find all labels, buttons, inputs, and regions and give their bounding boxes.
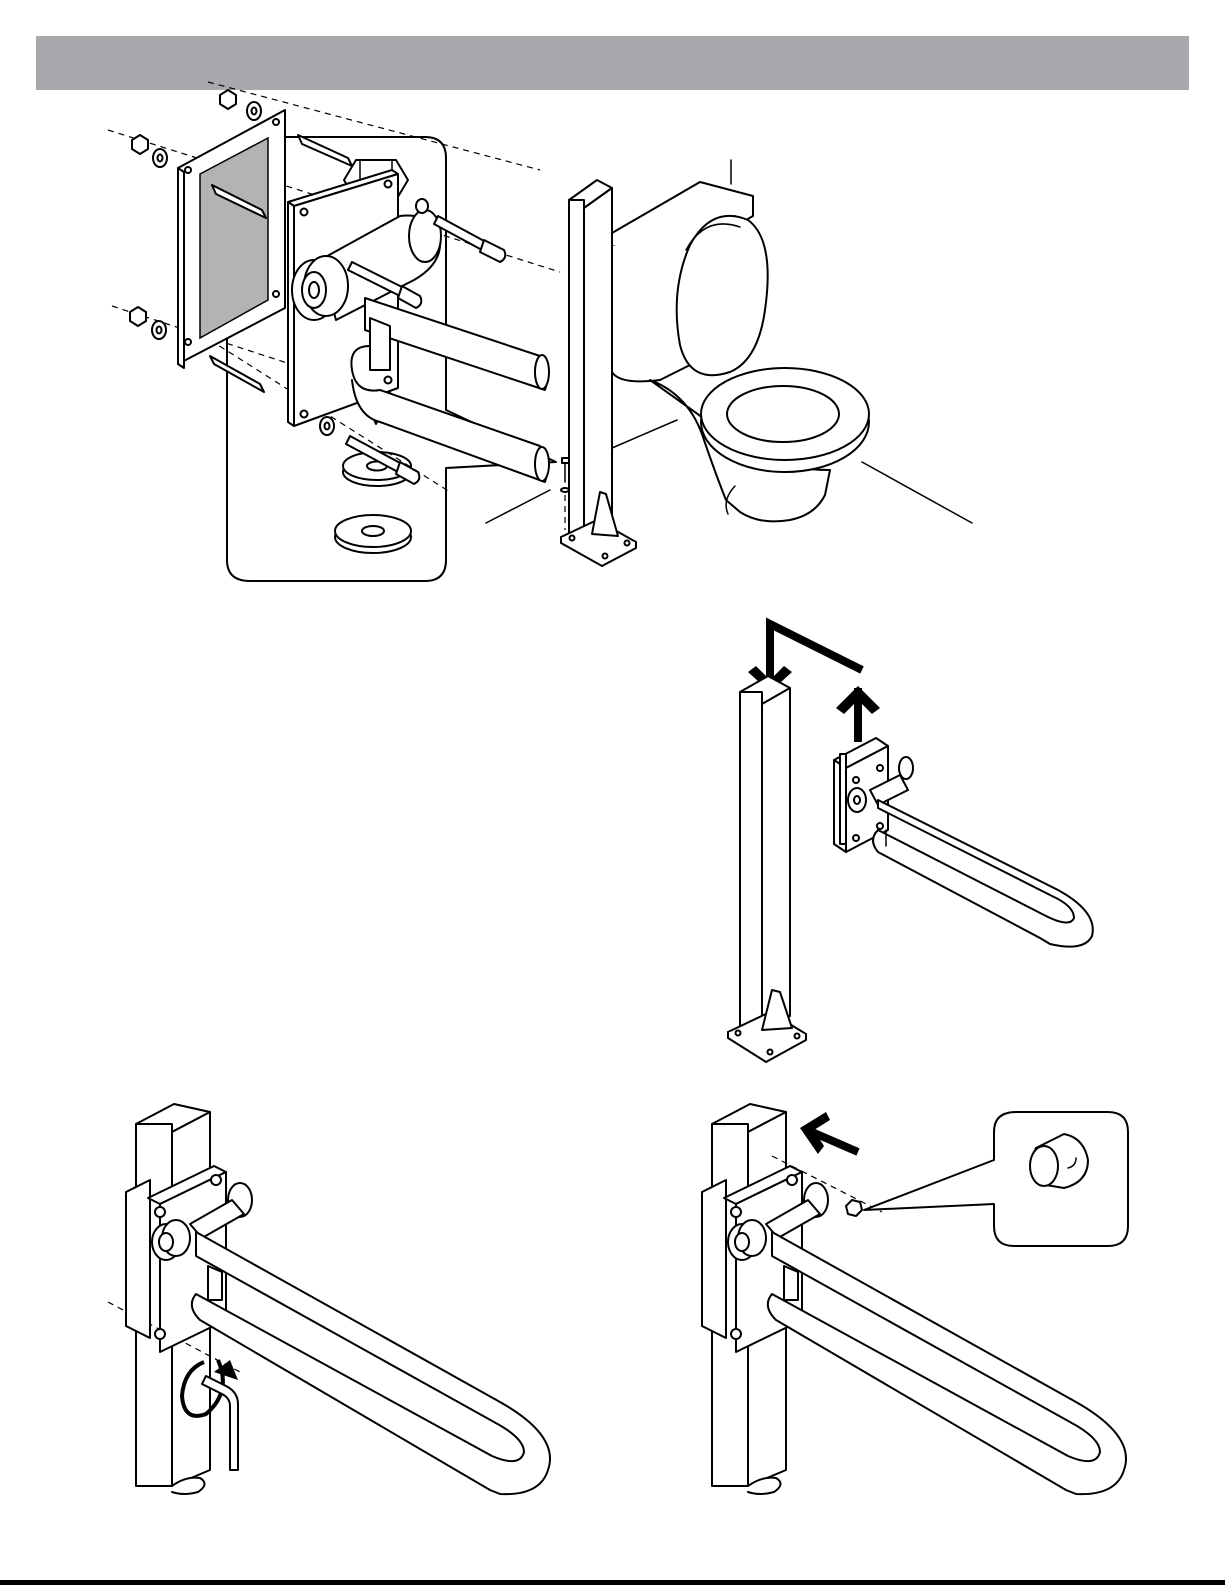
cap-callout-frame (864, 1112, 1128, 1246)
plug-cap-icon (846, 1200, 862, 1216)
grab-bar-icon (768, 1232, 1126, 1494)
page-bottom-rule (0, 1580, 1225, 1585)
